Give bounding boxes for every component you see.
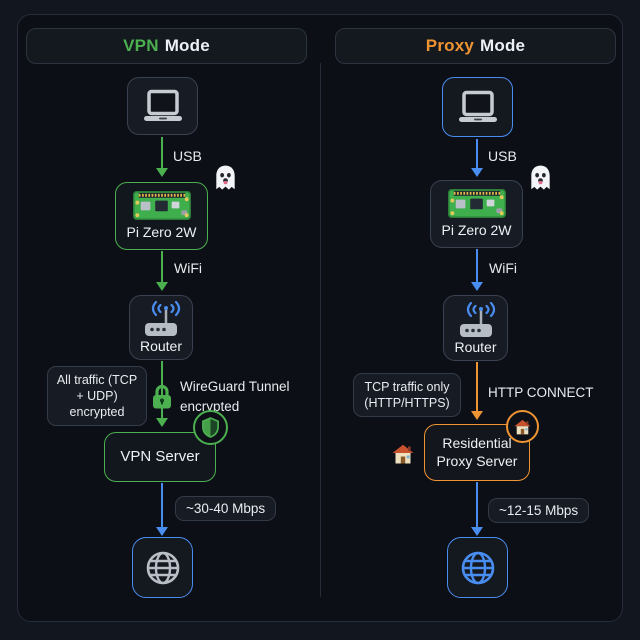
router-icon <box>454 300 498 338</box>
ghost-icon <box>527 164 554 192</box>
proxy-connect-arrowhead <box>471 411 483 420</box>
proxy-usb-label: USB <box>488 148 517 164</box>
vpn-pi-label: Pi Zero 2W <box>126 223 197 240</box>
proxy-laptop-node <box>442 77 513 137</box>
proxy-speed-arrow-line <box>476 482 478 527</box>
vpn-internet-node <box>132 537 193 598</box>
vpn-speed-badge: ~30-40 Mbps <box>175 496 277 521</box>
proxy-connect-label: HTTP CONNECT <box>488 385 594 400</box>
shield-icon <box>201 417 220 438</box>
vpn-wifi-arrowhead <box>156 282 168 291</box>
proxy-header-rest: Mode <box>480 36 526 55</box>
laptop-icon <box>454 90 502 124</box>
proxy-mode-header: Proxy Mode <box>335 28 616 64</box>
vpn-usb-arrow-line <box>161 137 163 168</box>
proxy-router-label: Router <box>454 338 497 355</box>
house-badge <box>506 410 539 443</box>
vpn-speed-arrow-line <box>161 483 163 527</box>
proxy-usb-arrowhead <box>471 168 483 177</box>
vpn-pi-node: Pi Zero 2W <box>115 182 208 250</box>
proxy-pi-label: Pi Zero 2W <box>441 221 512 238</box>
house-icon <box>514 419 531 435</box>
proxy-wifi-label: WiFi <box>489 260 517 276</box>
vpn-usb-label: USB <box>173 148 202 164</box>
lock-icon <box>150 383 174 409</box>
proxy-connect-arrow-line <box>476 362 478 411</box>
proxy-wifi-arrow-line <box>476 249 478 282</box>
vpn-wifi-arrow-line <box>161 251 163 282</box>
vpn-speed-arrowhead <box>156 527 168 536</box>
globe-icon <box>459 549 497 587</box>
pi-board-icon <box>133 191 191 220</box>
vpn-server-node: VPN Server <box>104 432 216 482</box>
proxy-pi-node: Pi Zero 2W <box>430 180 523 248</box>
shield-badge <box>193 410 228 445</box>
vpn-laptop-node <box>127 77 198 135</box>
proxy-usb-arrow-line <box>476 139 478 168</box>
vpn-wifi-label: WiFi <box>174 260 202 276</box>
vpn-usb-arrowhead <box>156 168 168 177</box>
vpn-mode-header: VPN Mode <box>26 28 307 64</box>
vpn-header-highlight: VPN <box>123 36 159 55</box>
proxy-header-highlight: Proxy <box>425 36 475 55</box>
proxy-router-node: Router <box>443 295 508 361</box>
router-icon <box>139 299 183 338</box>
house-icon <box>392 444 414 464</box>
vpn-router-label: Router <box>139 338 183 355</box>
proxy-wifi-arrowhead <box>471 282 483 291</box>
vpn-tunnel-arrowhead <box>156 418 168 427</box>
vpn-header-rest: Mode <box>164 36 210 55</box>
vpn-tunnel-arrow-line <box>161 361 163 418</box>
ghost-icon <box>212 164 239 192</box>
vpn-router-node: Router <box>129 295 193 360</box>
vpn-tunnel-label: WireGuard Tunnel encrypted <box>180 379 290 414</box>
vpn-server-label: VPN Server <box>120 447 200 465</box>
proxy-server-label: Residential Proxy Server <box>436 435 518 469</box>
vpn-traffic-note: All traffic (TCP + UDP) encrypted <box>47 366 147 426</box>
column-divider <box>320 63 321 597</box>
proxy-speed-badge: ~12-15 Mbps <box>488 498 590 523</box>
pi-board-icon <box>448 189 506 218</box>
proxy-internet-node <box>447 537 508 598</box>
proxy-traffic-note: TCP traffic only (HTTP/HTTPS) <box>353 373 461 417</box>
laptop-icon <box>139 89 187 123</box>
proxy-speed-arrowhead <box>471 527 483 536</box>
globe-icon <box>144 549 182 587</box>
